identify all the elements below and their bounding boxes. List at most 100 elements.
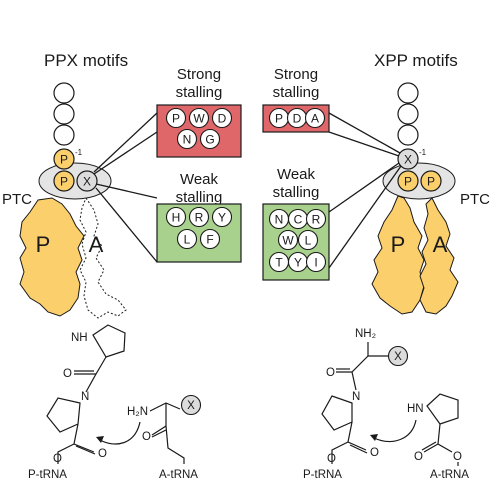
right-chemical-structure: NH₂ X O N O O P-tRNA HN O O A-tRNA: [303, 328, 469, 481]
residue-circle: [211, 206, 233, 228]
residue-circle: [165, 206, 187, 228]
residue-x: [397, 148, 419, 170]
residue-letter: R: [195, 210, 204, 224]
right-o-link: O: [327, 453, 336, 465]
right-nh2: NH₂: [355, 328, 376, 340]
residue-letter: W: [282, 233, 294, 247]
bond: [165, 425, 185, 464]
arrow-head: [370, 434, 378, 441]
residue-letter: A: [311, 111, 319, 125]
pyrrolidine-ring: [426, 393, 459, 425]
ptc-ellipse: [38, 162, 112, 200]
right-a-trna: A-tRNA: [430, 469, 469, 481]
residue-p: [397, 170, 419, 192]
bond: [336, 355, 369, 391]
right-o-ester: O: [370, 447, 379, 459]
left-panel: PPX motifs PTC P -1 P X P A: [2, 51, 158, 319]
right-weak-label-1: Weak: [277, 166, 316, 183]
connector-line: [93, 112, 158, 173]
residue-letter: N: [275, 212, 284, 226]
residue-letter: T: [275, 255, 283, 269]
chain-residue: [397, 103, 419, 125]
x-residue-circle: [180, 394, 202, 416]
right-o-carbonyl: O: [326, 367, 335, 379]
connector-line: [328, 112, 401, 154]
minus-one-label: -1: [75, 148, 83, 157]
residue-circle: [305, 251, 327, 273]
residue-letter: Y: [294, 255, 302, 269]
a-site-label: A: [89, 232, 104, 257]
right-o-right: O: [414, 451, 423, 463]
a-trna-outline: [79, 196, 127, 319]
chain-residue: [53, 124, 75, 146]
pyrrolidine-ring: [321, 395, 353, 431]
connector-line: [95, 183, 158, 199]
bond: [349, 444, 368, 454]
residue-circle: [211, 107, 233, 129]
connector-line: [328, 131, 400, 157]
left-h2n: H₂N: [127, 406, 148, 418]
left-o-carbonyl: O: [63, 368, 72, 380]
minus-one-label: -1: [419, 148, 427, 157]
right-weak-label-2: stalling: [273, 184, 320, 201]
x-residue-circle: [387, 345, 409, 367]
bond: [331, 421, 367, 464]
chain-residue: [397, 82, 419, 104]
a-trna-shape: [419, 197, 459, 315]
bond: [75, 445, 96, 455]
residue-circle: [199, 228, 221, 250]
residue-letter: C: [294, 212, 303, 226]
residue-p-label: P: [60, 175, 68, 189]
left-ptc-label: PTC: [2, 191, 32, 208]
residue-letter: I: [314, 255, 317, 269]
left-o-ester: O: [98, 448, 107, 460]
residue-x-label: X: [404, 153, 412, 167]
left-o-right: O: [142, 431, 151, 443]
residue-letter: H: [172, 210, 181, 224]
residue-letter: D: [218, 111, 227, 125]
right-p-trna: P-tRNA: [303, 469, 342, 481]
left-nh-top: NH: [71, 332, 88, 344]
residue-letter: L: [305, 233, 312, 247]
connector-line: [93, 131, 158, 175]
right-panel: XPP motifs PTC X -1 P P P A: [328, 51, 490, 315]
residue-letter: R: [312, 212, 321, 226]
bond: [74, 356, 107, 393]
right-strong-label-2: stalling: [273, 84, 320, 101]
right-o-link2: O: [453, 451, 462, 463]
left-p-trna: P-tRNA: [28, 469, 67, 481]
chain-residue: [53, 103, 75, 125]
right-hn: HN: [407, 403, 424, 415]
bond: [367, 342, 388, 357]
left-x-label: X: [187, 400, 195, 412]
p-trna-shape: [371, 195, 425, 315]
residue-letter: F: [206, 232, 213, 246]
residue-letter: Y: [218, 210, 226, 224]
residue-p: [53, 170, 75, 192]
residue-letter: G: [205, 132, 214, 146]
residue-letter: D: [293, 111, 302, 125]
left-strong-label-1: Strong: [177, 66, 221, 83]
bond: [423, 423, 453, 453]
right-ptc-label: PTC: [460, 191, 490, 208]
p-site-label: P: [391, 232, 406, 257]
residue-letter: N: [183, 132, 192, 146]
left-n-ring: N: [81, 391, 89, 403]
right-n-ring: N: [352, 391, 360, 403]
residue-circle: [188, 206, 210, 228]
residue-p-label: P: [427, 175, 435, 189]
right-strong-label-1: Strong: [274, 66, 318, 83]
left-chemical-structure: NH O N O O P-tRNA H₂N X O A-tRNA: [28, 324, 202, 481]
bond: [421, 441, 437, 451]
residue-circle: [305, 208, 327, 230]
attack-arrow: [373, 419, 417, 442]
bond: [57, 423, 95, 464]
p-trna-shape: [19, 197, 85, 317]
residue-p-label: P: [404, 175, 412, 189]
left-a-trna: A-tRNA: [159, 469, 198, 481]
left-weak-label-1: Weak: [180, 171, 219, 188]
residue-circle: [165, 107, 187, 129]
